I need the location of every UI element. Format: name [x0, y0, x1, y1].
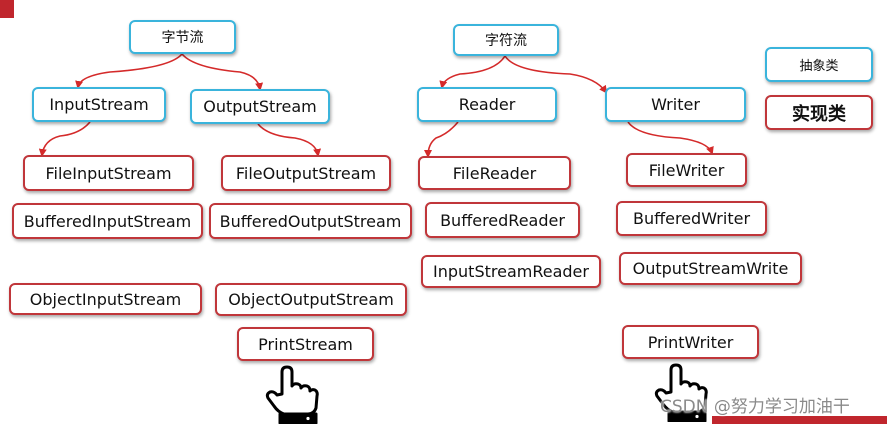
bufferedoutputstream-node: BufferedOutputStream [209, 203, 412, 239]
outputstreamwrite-node: OutputStreamWrite [619, 252, 802, 285]
pointing-hand-icon [265, 365, 319, 424]
printstream-node: PrintStream [237, 327, 374, 361]
slide-footer-bar [712, 416, 887, 424]
bufferedinputstream-node: BufferedInputStream [12, 203, 203, 239]
inputstream-node: InputStream [32, 87, 166, 122]
slide-accent-bar [0, 0, 14, 18]
objectinputstream-node: ObjectInputStream [9, 283, 202, 315]
legend-abstract-class: 抽象类 [765, 47, 873, 82]
arrow-bytestream-inputstream [75, 53, 183, 89]
arrow-inputstream-fileinputstream [38, 121, 91, 157]
legend-implementation-class: 实现类 [765, 95, 873, 130]
filereader-node: FileReader [418, 156, 571, 190]
objectoutputstream-node: ObjectOutputStream [215, 283, 407, 316]
printwriter-node: PrintWriter [622, 325, 759, 359]
fileoutputstream-node: FileOutputStream [221, 155, 391, 191]
arrow-outputstream-fileoutputstream [257, 123, 322, 157]
byte-stream-root: 字节流 [129, 20, 236, 54]
bufferedreader-node: BufferedReader [425, 202, 580, 238]
arrow-charstream-reader [439, 55, 506, 89]
arrow-charstream-writer [504, 55, 608, 94]
arrow-reader-filereader [424, 121, 459, 158]
reader-node: Reader [417, 87, 557, 122]
inputstreamreader-node: InputStreamReader [421, 255, 601, 288]
pointing-hand-icon [654, 363, 708, 422]
char-stream-root: 字符流 [453, 24, 559, 56]
outputstream-node: OutputStream [190, 89, 330, 124]
arrow-writer-filewriter [627, 121, 714, 155]
fileinputstream-node: FileInputStream [23, 155, 194, 191]
writer-node: Writer [605, 87, 746, 122]
bufferedwriter-node: BufferedWriter [616, 201, 767, 236]
watermark: CSDN @努力学习加油干 [660, 397, 850, 417]
filewriter-node: FileWriter [626, 153, 747, 187]
arrow-bytestream-outputstream [181, 53, 264, 91]
